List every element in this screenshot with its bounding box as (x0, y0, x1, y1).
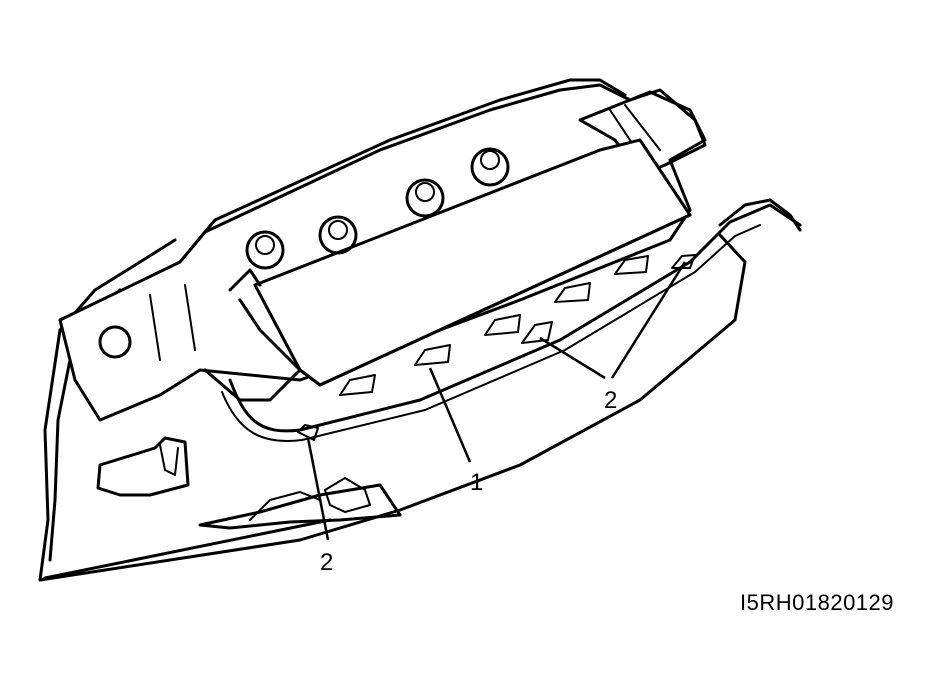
panel-ledge (198, 483, 402, 530)
mounting-nut-3 (405, 178, 445, 218)
harness-clip-left (297, 424, 319, 441)
mounting-nut-2 (318, 215, 358, 255)
side-bracket-tab-detail (159, 444, 179, 476)
module-tab-2 (414, 344, 451, 366)
callout-1-label: 1 (470, 469, 483, 496)
wire-harness-inner (221, 224, 761, 442)
callout-2-left-label: 2 (320, 549, 333, 576)
bracket-slot (149, 284, 196, 361)
module-tab-5 (614, 255, 649, 275)
panel-trim-body (38, 233, 747, 582)
panel-ledge-cutout (249, 477, 371, 521)
leader-line-2c (610, 261, 687, 379)
airbag-module-body (203, 268, 302, 402)
leader-line-2b (539, 336, 606, 380)
harness-clip-right (671, 254, 696, 269)
airbag-module-face (298, 213, 692, 387)
leader-line-1 (428, 367, 472, 463)
side-bracket-tab (96, 436, 190, 497)
module-tab-3 (484, 314, 521, 336)
mounting-nut-1 (245, 230, 285, 270)
module-tab-4 (554, 282, 591, 303)
mounting-nut-4 (470, 147, 510, 187)
bracket-rim (188, 78, 627, 252)
cable-exit (718, 198, 802, 232)
module-tab-1 (339, 374, 376, 396)
harness-clip-center (521, 321, 553, 344)
figure-code: I5RH01820129 (740, 590, 895, 615)
bracket-hole (98, 325, 132, 359)
leader-line-2a (306, 437, 330, 541)
callout-2-right-label: 2 (604, 387, 617, 414)
